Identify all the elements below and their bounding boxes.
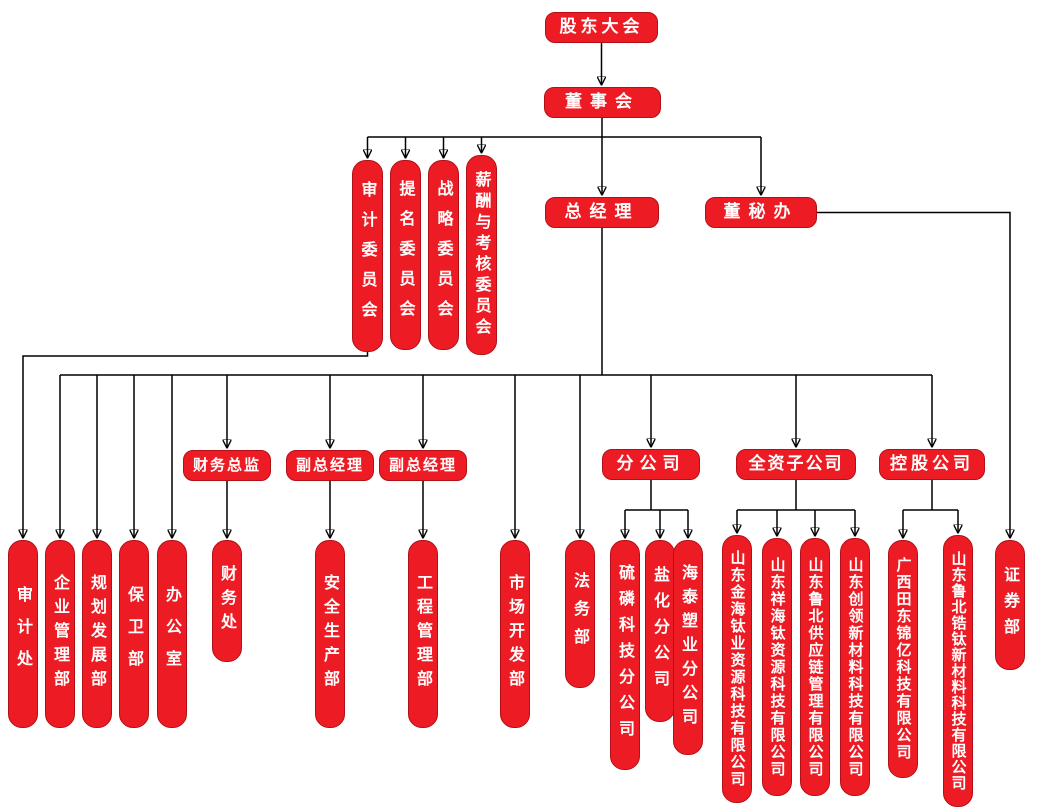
node-haitai-plastics-branch: 海泰塑业分公司 bbox=[673, 540, 703, 755]
edge-secretary-securities bbox=[817, 211, 1010, 538]
node-finance-office: 财务处 bbox=[212, 540, 242, 662]
node-strategy-committee: 战略委员会 bbox=[428, 160, 459, 350]
node-lubei-zirconium-co: 山东鲁北锆钛新材料科技有限公司 bbox=[943, 535, 973, 807]
node-securities-dept: 证券部 bbox=[995, 540, 1025, 670]
node-market-dev-dept: 市场开发部 bbox=[500, 540, 530, 728]
node-holding-companies: 控股公司 bbox=[879, 449, 985, 480]
edge-audit-committee-audit-office bbox=[23, 352, 369, 537]
node-engineering-mgmt-dept: 工程管理部 bbox=[408, 540, 438, 728]
node-salt-chem-branch: 盐化分公司 bbox=[645, 540, 675, 722]
node-sulfur-phosphorus-branch: 硫磷科技分公司 bbox=[610, 540, 640, 770]
node-safety-production-dept: 安全生产部 bbox=[315, 540, 345, 728]
node-nomination-committee: 提名委员会 bbox=[390, 160, 421, 350]
node-chuangling-materials-co: 山东创领新材料科技有限公司 bbox=[840, 538, 870, 796]
node-audit-committee: 审计委员会 bbox=[352, 160, 383, 352]
node-general-manager: 总经理 bbox=[545, 197, 659, 228]
org-connectors bbox=[23, 43, 1010, 537]
node-jinhai-titanium-co: 山东金海钛业资源科技有限公司 bbox=[722, 535, 752, 803]
node-guangxi-tiandong-co: 广西田东锦亿科技有限公司 bbox=[888, 540, 918, 778]
node-xianghai-titanium-co: 山东祥海钛资源科技有限公司 bbox=[762, 538, 792, 796]
node-deputy-gm-2: 副总经理 bbox=[379, 450, 467, 481]
node-legal-dept: 法务部 bbox=[565, 540, 595, 688]
node-board-secretary-office: 董秘办 bbox=[705, 197, 817, 228]
node-planning-dev-dept: 规划发展部 bbox=[82, 540, 112, 728]
node-wholly-owned-subsidiaries: 全资子公司 bbox=[736, 449, 856, 480]
node-board-of-directors: 董事会 bbox=[544, 87, 661, 118]
node-security-dept: 保卫部 bbox=[119, 540, 149, 728]
node-lubei-supply-chain-co: 山东鲁北供应链管理有限公司 bbox=[800, 538, 830, 796]
node-shareholders-meeting: 股东大会 bbox=[545, 12, 658, 43]
node-general-office: 办公室 bbox=[157, 540, 187, 728]
node-cfo: 财务总监 bbox=[183, 450, 271, 481]
node-audit-office: 审计处 bbox=[8, 540, 38, 728]
node-branch-companies: 分公司 bbox=[602, 449, 700, 480]
node-enterprise-mgmt-dept: 企业管理部 bbox=[45, 540, 75, 728]
node-remuneration-committee: 薪酬与考核委员会 bbox=[466, 155, 497, 355]
node-deputy-gm-1: 副总经理 bbox=[286, 450, 374, 481]
